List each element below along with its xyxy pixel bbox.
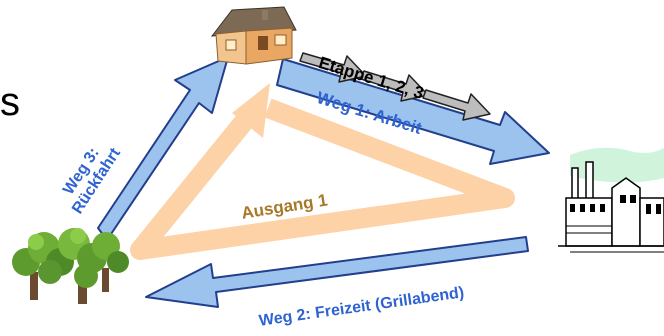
arrow-way3 (97, 56, 229, 241)
factory-icon (558, 147, 664, 253)
left-edge-fragment: s (0, 80, 20, 124)
house-icon (210, 6, 297, 65)
stage-arrows (299, 52, 491, 121)
trees-icon (12, 228, 129, 304)
arrow-way1 (276, 58, 550, 165)
arrow-way2 (145, 236, 529, 308)
exit-triangle (130, 83, 515, 260)
